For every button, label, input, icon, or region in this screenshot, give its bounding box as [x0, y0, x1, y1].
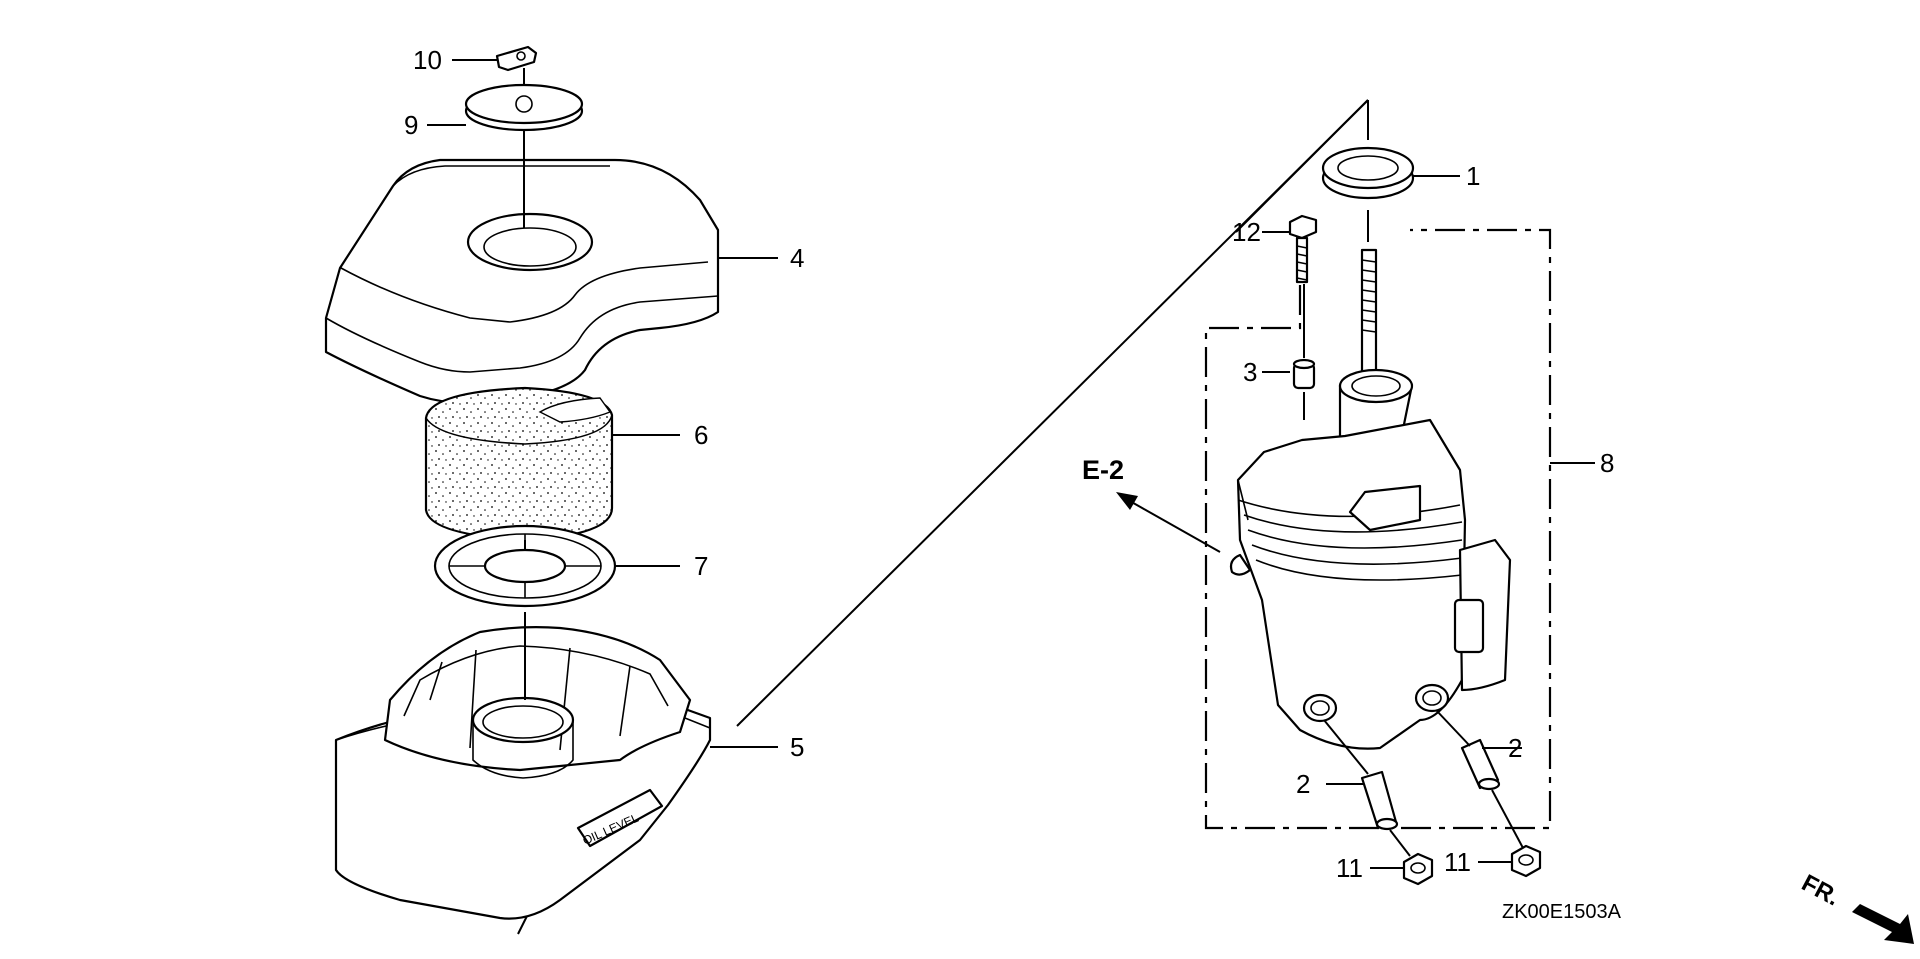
callout-12: 12	[1232, 217, 1261, 247]
front-marker-arrow	[1852, 904, 1914, 944]
callout-11-right: 11	[1444, 847, 1471, 877]
air-cleaner-cover-part-4	[324, 130, 778, 404]
callout-1: 1	[1466, 161, 1480, 191]
pipe-part-2-right	[1435, 709, 1524, 849]
callout-4: 4	[790, 243, 804, 273]
foam-element-part-6	[424, 386, 680, 542]
collar-part-3	[1262, 284, 1316, 420]
callout-6: 6	[694, 420, 708, 450]
callout-3: 3	[1243, 357, 1257, 387]
callout-10: 10	[413, 45, 442, 75]
wing-washer-part-9	[427, 68, 584, 132]
callout-8: 8	[1600, 448, 1614, 478]
callout-2-right: 2	[1508, 733, 1522, 763]
seal-ring-part-1	[1321, 146, 1460, 242]
air-cleaner-case-part-5: OIL LEVEL	[334, 612, 778, 935]
front-marker-label: FR.	[1797, 869, 1844, 911]
clip-part-10	[452, 45, 538, 72]
reference-label-e2: E-2	[1082, 455, 1124, 485]
pipe-part-2-left	[1323, 719, 1411, 857]
elbow-assembly-part-8	[1204, 228, 1595, 830]
callout-11-left: 11	[1336, 853, 1363, 883]
callout-9: 9	[404, 110, 418, 140]
callout-7: 7	[694, 551, 708, 581]
diagram-code: ZK00E1503A	[1502, 901, 1622, 923]
filter-grid-part-7	[433, 524, 680, 608]
callout-5: 5	[790, 732, 804, 762]
flange-nut-part-11-left	[1370, 852, 1434, 886]
bolt-part-12	[1262, 214, 1318, 284]
flange-nut-part-11-right	[1478, 844, 1542, 878]
reference-arrow-e2	[1116, 492, 1221, 553]
callout-2-left: 2	[1296, 769, 1310, 799]
